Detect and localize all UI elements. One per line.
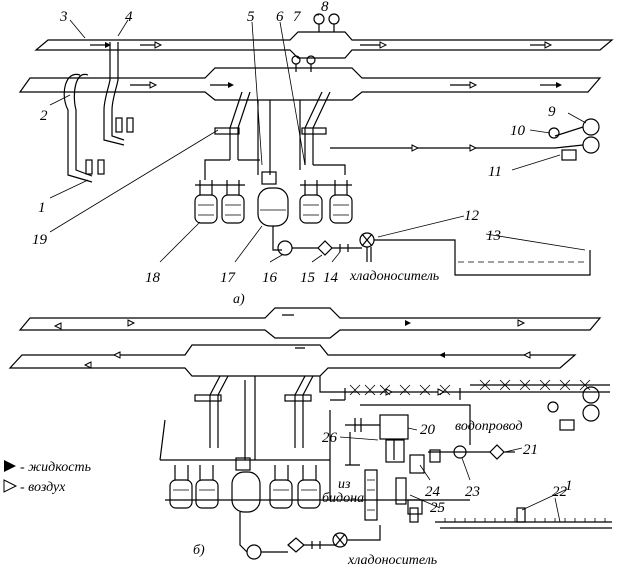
label-13: 13 [486,228,501,244]
from-can-label-1: из [338,477,351,492]
label-23: 23 [465,484,480,500]
label-7: 7 [293,9,302,25]
label-3: 3 [59,9,68,25]
label-19: 19 [32,232,48,248]
label-6: 6 [276,9,284,25]
drop-pipes-b [159,375,610,501]
leader-lines-b [339,427,566,523]
captions: хладоноситель а) хладоноситель б) водопр… [193,269,523,568]
coolant-label-a: хладоноситель [349,269,439,284]
from-can-label-2: бидона [322,491,364,506]
flow-arrows-b [53,314,531,369]
stall-hoses-left [63,42,134,183]
label-14: 14 [323,270,339,286]
label-12: 12 [464,208,480,224]
drop-pipes-a [204,91,555,180]
label-18: 18 [145,270,161,286]
milk-pipeline-middle-b [8,344,577,377]
coolant-label-b: хладоноситель [347,553,437,568]
legend-liquid: - жидкость [20,460,91,475]
label-25: 25 [430,500,446,516]
washing-unit [345,404,515,521]
manure-gutter [409,507,612,529]
milking-units-b [169,457,321,513]
label-15: 15 [300,270,316,286]
label-5: 5 [247,9,255,25]
label-24: 24 [425,484,441,500]
vacuum-pumps [548,118,600,161]
liquid-arrow-icon [4,460,16,472]
milk-line-to-tank [277,232,591,276]
leader-lines-a [49,14,587,263]
legend: - жидкость - воздух [3,460,91,495]
label-17: 17 [220,270,237,286]
label-26: 26 [322,430,338,446]
label-9: 9 [548,104,556,120]
label-22: 22 [552,484,568,500]
label-8: 8 [321,0,329,15]
label-10: 10 [510,123,526,139]
vacuum-gauges-top [291,13,340,72]
flow-arrows-a [90,41,562,89]
label-11: 11 [488,164,502,180]
milk-line-b [239,512,381,560]
vacuum-pipeline-upper [34,31,614,59]
part-a-schematic [18,13,614,276]
milk-pipeline-middle [18,67,602,101]
label-1b: 1 [565,478,573,494]
air-arrow-icon [3,479,18,493]
milk-receiver-a [257,171,289,251]
label-16: 16 [262,270,278,286]
label-20: 20 [420,422,436,438]
part-b-caption: б) [193,543,205,558]
water-supply-label: водопровод [455,419,523,434]
label-2: 2 [40,108,48,124]
label-1: 1 [38,200,46,216]
legend-air: - воздух [20,480,66,495]
label-4: 4 [125,9,133,25]
callout-numbers: 3 4 5 6 7 8 2 1 19 18 17 16 15 14 12 13 … [32,0,573,516]
vacuum-pipeline-upper-b [18,307,602,339]
milking-units-a [194,180,353,224]
vacuum-manifold-b [330,379,610,431]
part-a-caption: а) [233,292,245,307]
label-21: 21 [523,442,538,458]
part-b-schematic [8,307,612,560]
